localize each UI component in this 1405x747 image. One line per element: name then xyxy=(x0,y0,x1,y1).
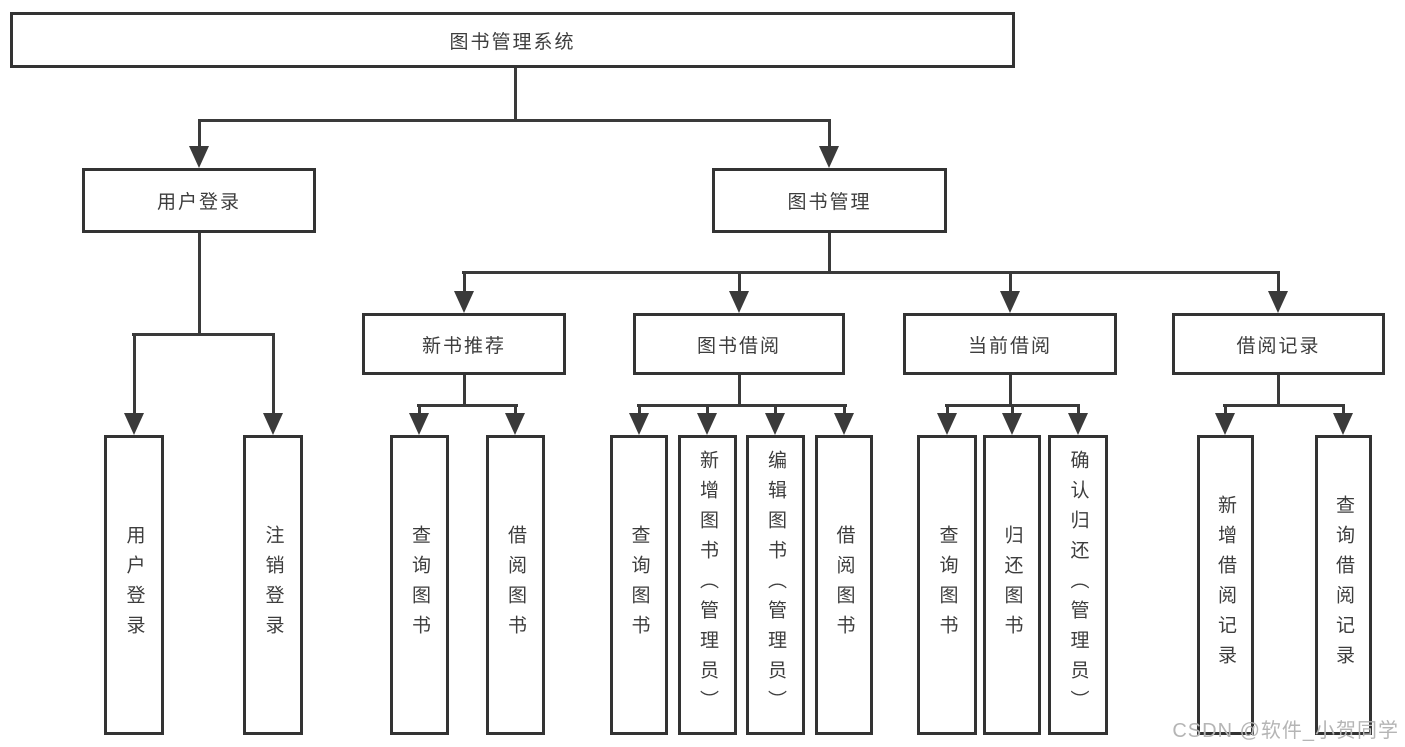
connector-line xyxy=(1077,404,1080,415)
connector-line xyxy=(133,333,136,415)
leaf-add-books-admin: 新增图书（管理员） xyxy=(678,435,737,735)
connector-line xyxy=(463,375,466,407)
leaf-label: 归还图书 xyxy=(1001,525,1023,645)
leaf-borrow-books-2: 借阅图书 xyxy=(815,435,873,735)
arrowhead-icon xyxy=(819,146,839,168)
leaf-label: 确认归还（管理员） xyxy=(1067,450,1089,720)
arrowhead-icon xyxy=(454,291,474,313)
leaf-borrow-books-1: 借阅图书 xyxy=(486,435,545,735)
arrowhead-icon xyxy=(697,413,717,435)
leaf-query-books-2: 查询图书 xyxy=(610,435,668,735)
node-book-borrowing: 图书借阅 xyxy=(633,313,845,375)
connector-line xyxy=(198,119,831,122)
connector-line xyxy=(637,404,847,407)
leaf-label: 查询图书 xyxy=(936,525,958,645)
connector-line xyxy=(272,333,275,415)
node-new-book-recommend: 新书推荐 xyxy=(362,313,566,375)
connector-line xyxy=(843,404,846,415)
connector-line xyxy=(1342,404,1345,415)
leaf-label: 新增借阅记录 xyxy=(1215,495,1236,675)
arrowhead-icon xyxy=(834,413,854,435)
connector-line xyxy=(418,404,421,415)
arrowhead-icon xyxy=(124,413,144,435)
arrowhead-icon xyxy=(189,146,209,168)
arrowhead-icon xyxy=(1333,413,1353,435)
connector-line xyxy=(198,233,201,336)
arrowhead-icon xyxy=(629,413,649,435)
leaf-query-borrow-record: 查询借阅记录 xyxy=(1315,435,1372,735)
connector-line xyxy=(738,375,741,407)
leaf-label: 用户登录 xyxy=(123,525,145,645)
node-current-borrowing: 当前借阅 xyxy=(903,313,1117,375)
connector-line xyxy=(1277,375,1280,407)
arrowhead-icon xyxy=(937,413,957,435)
leaf-label: 编辑图书（管理员） xyxy=(765,450,786,720)
arrowhead-icon xyxy=(505,413,525,435)
node-book-management: 图书管理 xyxy=(712,168,947,233)
leaf-label: 新增图书（管理员） xyxy=(697,450,718,720)
connector-line xyxy=(1009,375,1012,407)
leaf-query-books-1: 查询图书 xyxy=(390,435,449,735)
leaf-confirm-return-admin: 确认归还（管理员） xyxy=(1048,435,1108,735)
connector-line xyxy=(774,404,777,415)
leaf-label: 查询图书 xyxy=(628,525,650,645)
arrowhead-icon xyxy=(1215,413,1235,435)
connector-line xyxy=(1223,404,1345,407)
connector-line xyxy=(706,404,709,415)
connector-line xyxy=(638,404,641,415)
connector-line xyxy=(1011,404,1014,415)
leaf-return-books: 归还图书 xyxy=(983,435,1041,735)
connector-line xyxy=(417,404,518,407)
connector-line xyxy=(1009,271,1012,293)
leaf-label: 借阅图书 xyxy=(505,525,526,645)
leaf-label: 查询借阅记录 xyxy=(1333,495,1354,675)
node-root: 图书管理系统 xyxy=(10,12,1015,68)
arrowhead-icon xyxy=(1068,413,1088,435)
arrowhead-icon xyxy=(765,413,785,435)
arrowhead-icon xyxy=(729,291,749,313)
connector-line xyxy=(514,68,517,121)
connector-line xyxy=(132,333,275,336)
arrowhead-icon xyxy=(263,413,283,435)
arrowhead-icon xyxy=(409,413,429,435)
leaf-logout: 注销登录 xyxy=(243,435,303,735)
connector-line xyxy=(1277,271,1280,293)
connector-line xyxy=(828,233,831,274)
csdn-watermark: CSDN @软件_小贺同学 xyxy=(1172,720,1399,742)
leaf-label: 注销登录 xyxy=(262,525,284,645)
leaf-label: 借阅图书 xyxy=(833,525,855,645)
arrowhead-icon xyxy=(1268,291,1288,313)
arrowhead-icon xyxy=(1000,291,1020,313)
connector-line xyxy=(463,271,466,293)
connector-line xyxy=(828,119,831,149)
connector-line xyxy=(738,271,741,293)
node-borrow-records: 借阅记录 xyxy=(1172,313,1385,375)
connector-line xyxy=(514,404,517,415)
leaf-edit-books-admin: 编辑图书（管理员） xyxy=(746,435,805,735)
node-user-login: 用户登录 xyxy=(82,168,316,233)
connector-line xyxy=(1224,404,1227,415)
connector-line xyxy=(462,271,1280,274)
leaf-user-login: 用户登录 xyxy=(104,435,164,735)
leaf-query-books-3: 查询图书 xyxy=(917,435,977,735)
connector-line xyxy=(946,404,949,415)
leaf-add-borrow-record: 新增借阅记录 xyxy=(1197,435,1254,735)
connector-line xyxy=(198,119,201,149)
arrowhead-icon xyxy=(1002,413,1022,435)
leaf-label: 查询图书 xyxy=(409,525,430,645)
